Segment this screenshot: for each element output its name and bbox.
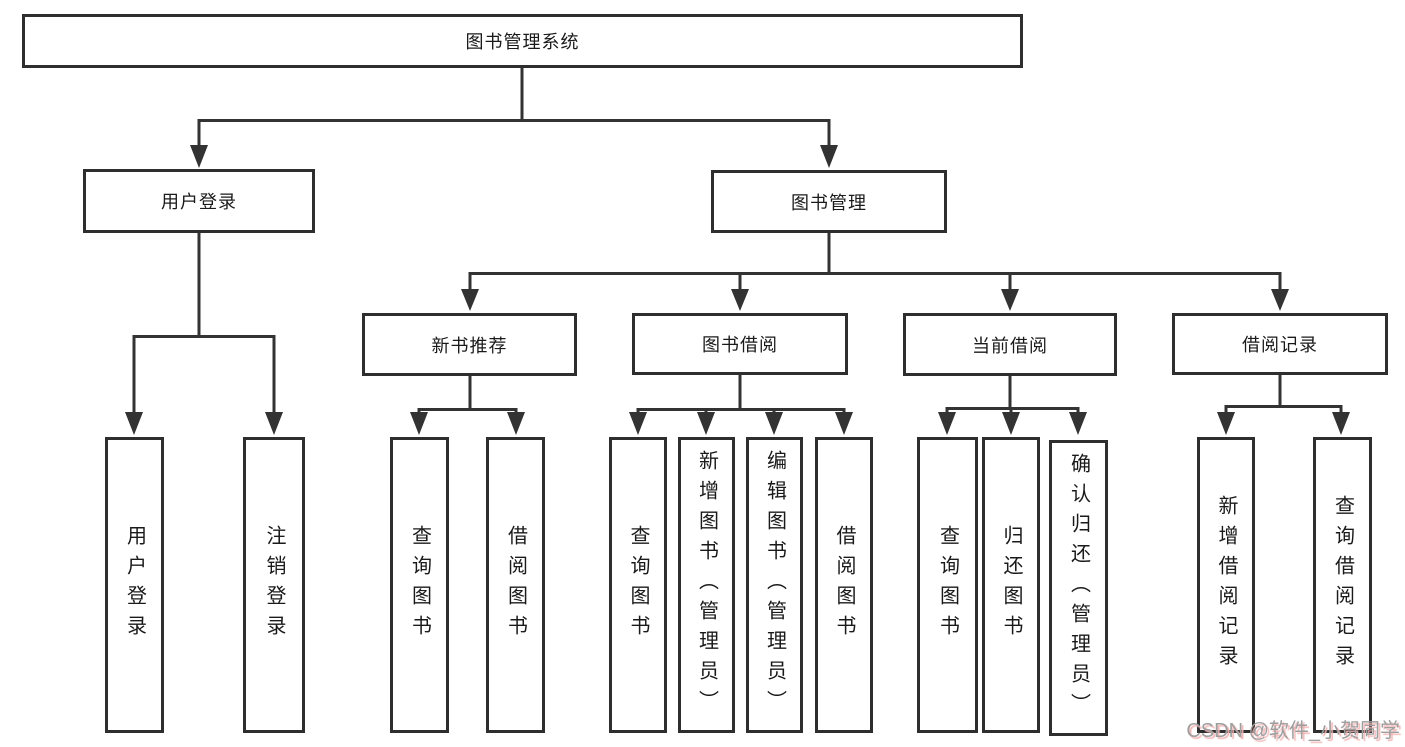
node-current-borrow: 当前借阅 — [903, 313, 1117, 376]
node-new-book-recommend: 新书推荐 — [362, 313, 577, 376]
leaf-add-book-admin: 新增图书（管理员） — [678, 437, 735, 733]
connector-user-login-arrowheads — [125, 412, 283, 435]
leaf-confirm-return-admin: 确认归还（管理员） — [1049, 440, 1108, 736]
connector-root-lines — [197, 68, 831, 147]
connector-new-book-lines — [417, 376, 518, 414]
connector-book-borrow-arrowheads — [629, 412, 853, 435]
connector-current-borrow-lines — [945, 376, 1080, 414]
leaf-add-borrow-record: 新增借阅记录 — [1197, 437, 1255, 733]
leaf-query-books-recommend: 查询图书 — [390, 437, 449, 733]
connector-current-borrow-arrowheads — [938, 412, 1087, 435]
node-root: 图书管理系统 — [22, 14, 1023, 68]
leaf-logout: 注销登录 — [243, 437, 305, 733]
connector-root-arrowheads — [190, 145, 838, 168]
connector-new-book-arrowheads — [410, 412, 525, 435]
leaf-borrow-books: 借阅图书 — [815, 437, 873, 733]
leaf-query-books-borrow: 查询图书 — [609, 437, 667, 733]
connector-user-login-lines — [132, 233, 276, 414]
node-borrow-records: 借阅记录 — [1172, 313, 1388, 375]
leaf-user-login: 用户登录 — [105, 437, 164, 733]
leaf-edit-book-admin: 编辑图书（管理员） — [746, 437, 803, 733]
connector-book-management-arrowheads — [461, 289, 1289, 311]
node-user-login: 用户登录 — [83, 169, 315, 233]
connector-borrow-records-lines — [1224, 375, 1343, 414]
connector-book-borrow-lines — [636, 375, 846, 414]
leaf-query-borrow-record: 查询借阅记录 — [1313, 437, 1372, 733]
connector-borrow-records-arrowheads — [1217, 412, 1350, 435]
leaf-query-books-current: 查询图书 — [917, 437, 978, 733]
connector-book-management-lines — [468, 233, 1282, 290]
leaf-borrow-books-recommend: 借阅图书 — [486, 437, 545, 733]
node-book-borrow: 图书借阅 — [632, 313, 848, 375]
node-book-management: 图书管理 — [711, 170, 947, 233]
leaf-return-book: 归还图书 — [982, 437, 1040, 733]
